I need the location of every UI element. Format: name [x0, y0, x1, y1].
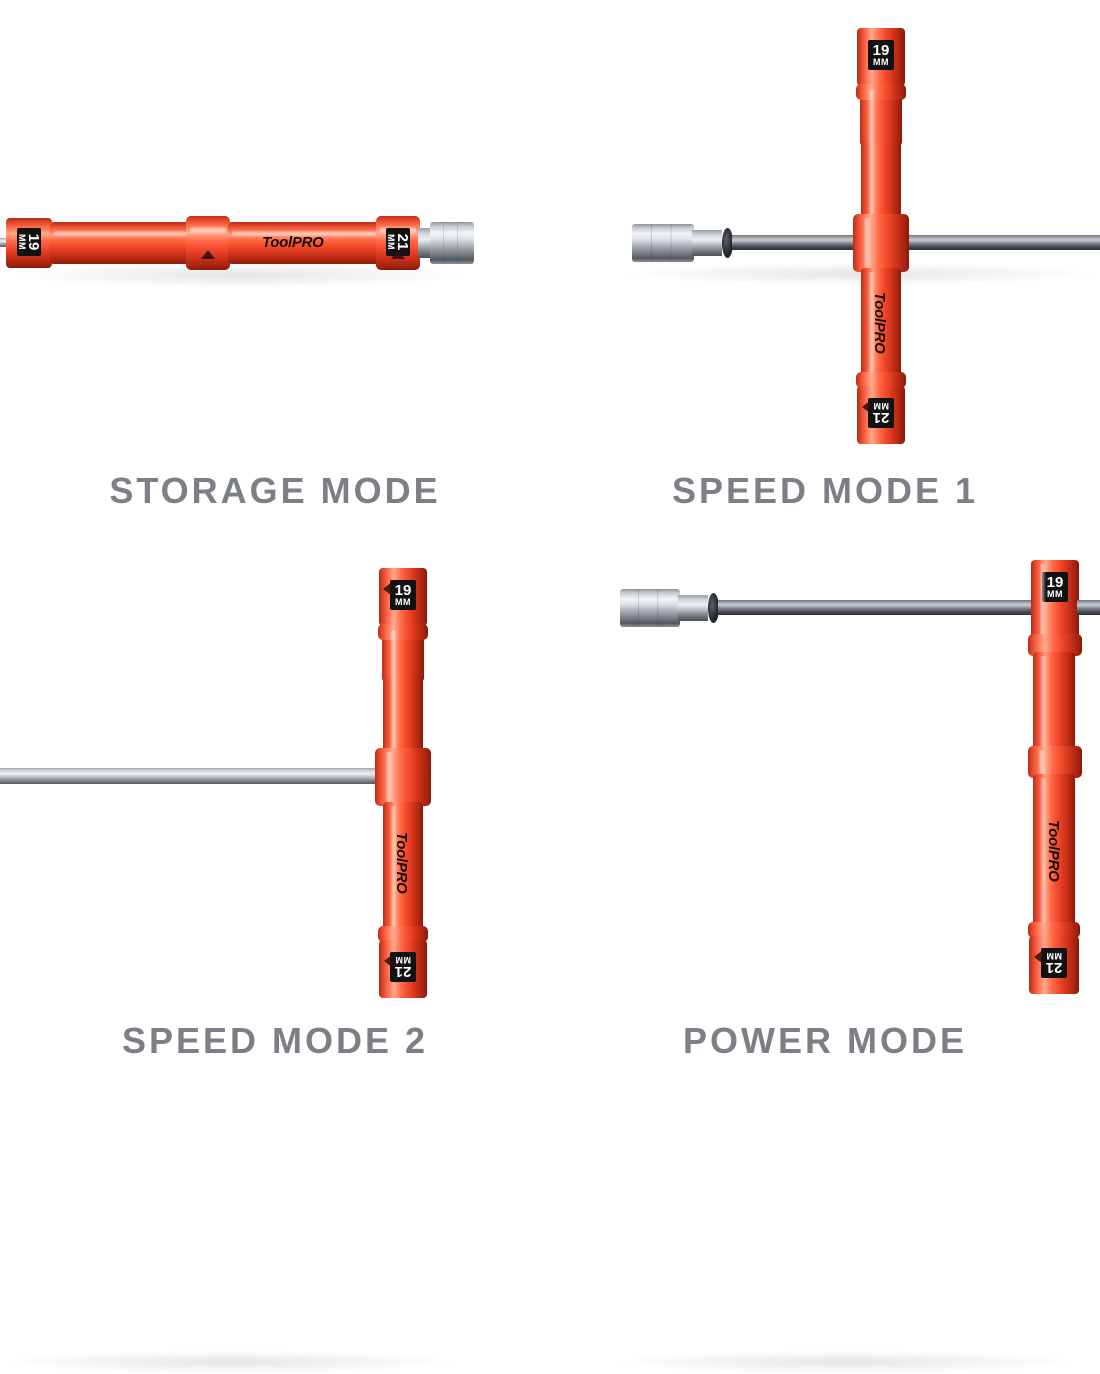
socket-size-badge-19: 19 MM — [868, 40, 894, 70]
socket-size-unit: MM — [386, 234, 397, 250]
brand-logo: ToolPRO — [262, 234, 324, 251]
handle-tube-lower — [861, 268, 901, 376]
socket-size-value: 19 — [1046, 573, 1064, 591]
steel-bar-right-extension — [1077, 600, 1100, 615]
socket-size-unit: MM — [873, 56, 889, 67]
panel-caption: POWER MODE — [682, 1020, 967, 1061]
direction-arrow-icon — [1034, 950, 1043, 964]
socket-size-value: 21 — [872, 409, 890, 427]
socket-size-badge-21: 21 MM — [868, 398, 894, 428]
handle-tube-lower — [383, 802, 423, 930]
knuckle-ring — [378, 624, 428, 640]
socket-size-unit: MM — [395, 596, 411, 607]
chrome-taper — [692, 230, 722, 256]
socket-size-badge-19: 19 MM — [17, 228, 43, 256]
panel-speed-mode-2[interactable]: 19 MM ToolPRO 21 MM SPEED MODE 2 — [0, 550, 550, 1374]
drop-shadow — [610, 1350, 1080, 1374]
socket-size-value: 21 — [1045, 959, 1063, 977]
handle-tube-upper — [1033, 652, 1075, 758]
socket-size-badge-19: 19 MM — [390, 580, 416, 610]
brand-logo: ToolPRO — [1045, 820, 1062, 882]
o-ring — [708, 593, 719, 623]
o-ring — [722, 228, 733, 258]
socket-size-value: 21 — [394, 963, 412, 981]
socket-size-value: 21 — [394, 233, 412, 251]
speed-mode-2-illustration: 19 MM ToolPRO 21 MM SPEED MODE 2 — [0, 550, 550, 1374]
handle-tube-right — [228, 222, 380, 264]
knuckle-ring — [1028, 922, 1080, 938]
knuckle-ring — [856, 372, 906, 388]
steel-bar-horizontal — [750, 235, 1100, 250]
knuckle-ring — [378, 926, 428, 942]
chrome-taper — [678, 595, 708, 621]
socket-size-badge-21: 21 MM — [390, 952, 416, 982]
panel-caption: SPEED MODE 2 — [121, 1020, 429, 1061]
center-collar — [1028, 746, 1082, 778]
handle-tube-upper — [383, 676, 423, 752]
brand-logo: ToolPRO — [871, 292, 888, 354]
steel-bar-horizontal — [730, 600, 1100, 615]
panel-caption: STORAGE MODE — [109, 470, 441, 511]
panel-speed-mode-1[interactable]: 19 MM ToolPRO 21 MM SPEED MODE 1 — [550, 0, 1100, 550]
chrome-taper — [418, 228, 432, 258]
direction-arrow-icon — [391, 250, 405, 259]
power-mode-illustration: 19 MM ToolPRO 21 MM POWER MODE — [550, 550, 1100, 1374]
socket-size-badge-21: 21 MM — [1041, 948, 1067, 978]
socket-size-value: 19 — [394, 581, 412, 599]
drop-shadow — [0, 1350, 460, 1374]
socket-size-badge-19: 19 MM — [1042, 572, 1068, 602]
center-collar — [186, 216, 230, 270]
socket-size-value: 19 — [25, 233, 43, 251]
direction-arrow-icon — [384, 954, 393, 968]
socket-size-unit: MM — [395, 955, 411, 966]
center-collar — [375, 748, 431, 806]
handle-tube-left — [50, 222, 190, 264]
brand-logo: ToolPRO — [393, 832, 410, 894]
direction-arrow-icon — [383, 582, 392, 596]
direction-arrow-icon — [862, 400, 871, 414]
socket-size-unit: MM — [17, 234, 28, 250]
panel-power-mode[interactable]: 19 MM ToolPRO 21 MM POWER MODE — [550, 550, 1100, 1374]
chrome-socket — [620, 589, 680, 627]
steel-bar-segment — [732, 235, 762, 250]
knuckle-ring — [856, 84, 906, 100]
center-collar — [853, 214, 909, 272]
chrome-socket — [632, 224, 694, 262]
steel-bar-horizontal — [0, 768, 400, 784]
knuckle-ring — [1028, 634, 1082, 656]
socket-size-unit: MM — [1047, 588, 1063, 599]
socket-size-value: 19 — [872, 41, 890, 59]
speed-mode-1-illustration: 19 MM ToolPRO 21 MM SPEED MODE 1 — [550, 0, 1100, 550]
socket-size-unit: MM — [873, 401, 889, 412]
chrome-socket — [430, 222, 474, 264]
socket-size-unit: MM — [1046, 951, 1062, 962]
steel-bar-segment — [718, 600, 744, 615]
direction-arrow-icon — [201, 250, 215, 259]
storage-mode-illustration: 19 MM ToolPRO 21 MM — [0, 0, 550, 550]
panel-caption: SPEED MODE 1 — [671, 470, 979, 511]
panel-storage-mode[interactable]: 19 MM ToolPRO 21 MM — [0, 0, 550, 550]
